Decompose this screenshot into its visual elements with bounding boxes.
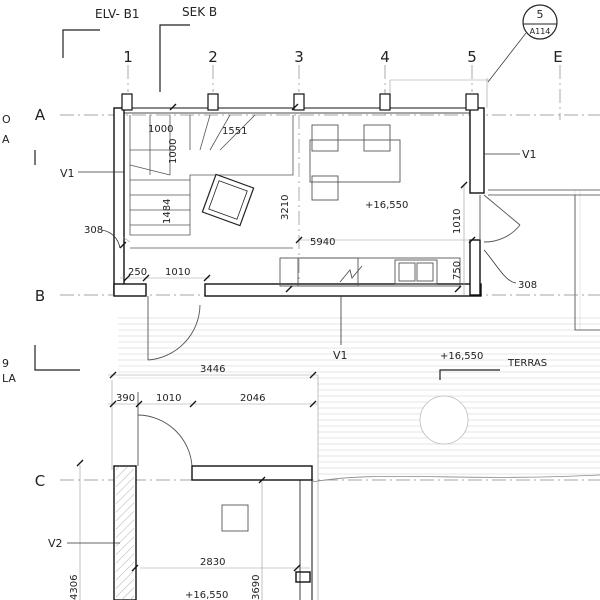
dim-lower-c: 2046 (240, 393, 265, 404)
level-lower: +16,550 (185, 590, 228, 600)
callout-sheet: A114 (530, 27, 551, 36)
grid-col-3: 3 (294, 48, 304, 66)
edge-fragment-o: O (2, 113, 11, 126)
level-upper: +16,550 (365, 200, 408, 211)
grid-row-c: C (35, 472, 45, 490)
section-markers (34, 24, 500, 380)
section-label-elv: ELV- B1 (95, 7, 139, 21)
dim-wall-250: 250 (128, 267, 147, 278)
dimension-lines (76, 103, 476, 600)
edge-fragment-9: 9 (2, 357, 9, 370)
kitchen-counter (279, 257, 461, 287)
armchair (201, 173, 255, 227)
dim-lower-b: 1010 (156, 393, 181, 404)
dim-lower-room-w: 2830 (200, 557, 225, 568)
wall-tag-v2: V2 (48, 537, 63, 550)
section-label-sek: SEK B (182, 5, 217, 19)
dim-lower-a: 390 (116, 393, 135, 404)
grid-col-e: E (553, 48, 562, 66)
grid-lines (60, 65, 600, 481)
edge-fragment-la: LA (2, 372, 16, 385)
grid-col-1: 1 (123, 48, 133, 66)
grid-axis-labels: 1 2 3 4 5 E A B C (35, 48, 563, 490)
edge-fragment-a: A (2, 133, 10, 146)
dim-stair-h2: 1484 (162, 199, 173, 224)
tag-labels: V1 V1 V1 V2 308 308 +16,550 +16,550 +16,… (48, 148, 547, 600)
dim-lower-total: 3446 (200, 364, 225, 375)
dim-lower-h1: 4306 (69, 575, 80, 600)
grid-col-2: 2 (208, 48, 218, 66)
lower-room-walls (113, 465, 600, 600)
callout-number: 5 (537, 8, 544, 21)
wall-ref-right-308: 308 (518, 280, 537, 291)
wall-tag-v1-right: V1 (522, 148, 537, 161)
detail-callout: 5 A114 (487, 4, 558, 83)
dim-stair-w2: 1551 (222, 126, 247, 137)
dim-stair-w1: 1000 (148, 124, 173, 135)
terrace-outline (488, 189, 600, 331)
dim-room-w: 5940 (310, 237, 335, 248)
dim-door-1010: 1010 (165, 267, 190, 278)
leader-lines (67, 153, 520, 544)
dimension-labels: 1000 1551 1000 1484 3210 5940 1010 750 2… (69, 124, 463, 600)
wall-tag-v1-bottom: V1 (333, 349, 348, 362)
dim-lower-h2: 3690 (251, 575, 262, 600)
dim-room-h: 3210 (280, 195, 291, 220)
dining-set (309, 124, 401, 201)
dim-door-w: 1010 (452, 209, 463, 234)
terrace-label: TERRAS (507, 358, 547, 369)
round-planter (419, 395, 469, 445)
staircase (129, 114, 294, 249)
wall-ref-left-308: 308 (84, 225, 103, 236)
wall-tag-v1-left: V1 (60, 167, 75, 180)
grid-row-a: A (35, 106, 46, 124)
dim-stair-h1: 1000 (168, 139, 179, 164)
upper-room-walls (113, 93, 485, 297)
dim-right-h: 750 (452, 261, 463, 280)
grid-col-5: 5 (467, 48, 477, 66)
grid-row-b: B (35, 287, 45, 305)
level-terrace: +16,550 (440, 351, 483, 362)
grid-col-4: 4 (380, 48, 390, 66)
